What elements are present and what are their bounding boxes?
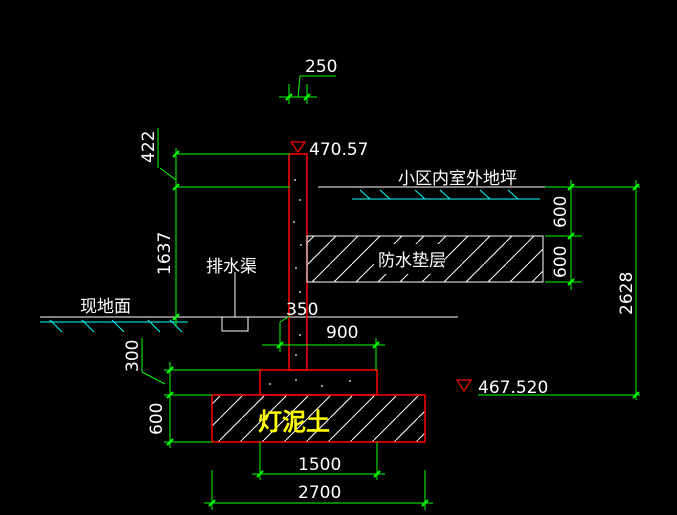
elevation-bottom: 467.520 (478, 378, 548, 398)
drain-channel-label: 排水渠 (206, 257, 257, 277)
dim-300: 300 (123, 340, 143, 372)
dim-total-height: 2628 (617, 272, 637, 315)
waterproof-layer-label: 防水垫层 (378, 251, 446, 271)
outdoor-floor-label: 小区内室外地坪 (398, 169, 517, 189)
wall (288, 153, 308, 371)
dim-900: 900 (326, 323, 358, 343)
outdoor-floor-ground-ticks (352, 189, 540, 200)
dimension-lines (141, 75, 640, 510)
dimension-ticks (166, 93, 640, 507)
existing-ground-ticks (40, 319, 188, 333)
dim-2700: 2700 (298, 483, 341, 503)
dim-height-1637: 1637 (155, 232, 175, 275)
drain-channel (221, 316, 249, 332)
elevation-bottom-marker (455, 379, 473, 393)
existing-ground-label: 现地面 (80, 297, 131, 317)
dim-wall-width: 250 (305, 57, 337, 77)
dim-1500: 1500 (298, 455, 341, 475)
dim-top-offset: 422 (139, 131, 159, 163)
foundation-base (211, 394, 426, 443)
concrete-label: 灯泥土 (258, 408, 330, 436)
wall-concrete-dots (293, 179, 302, 356)
dim-350: 350 (286, 300, 318, 320)
elevation-top: 470.57 (309, 140, 368, 160)
dim-600-a: 600 (551, 196, 571, 228)
dim-600-b: 600 (551, 246, 571, 278)
footing-cap (259, 369, 378, 396)
elevation-top-marker (289, 141, 307, 154)
dim-600-c: 600 (147, 403, 167, 435)
